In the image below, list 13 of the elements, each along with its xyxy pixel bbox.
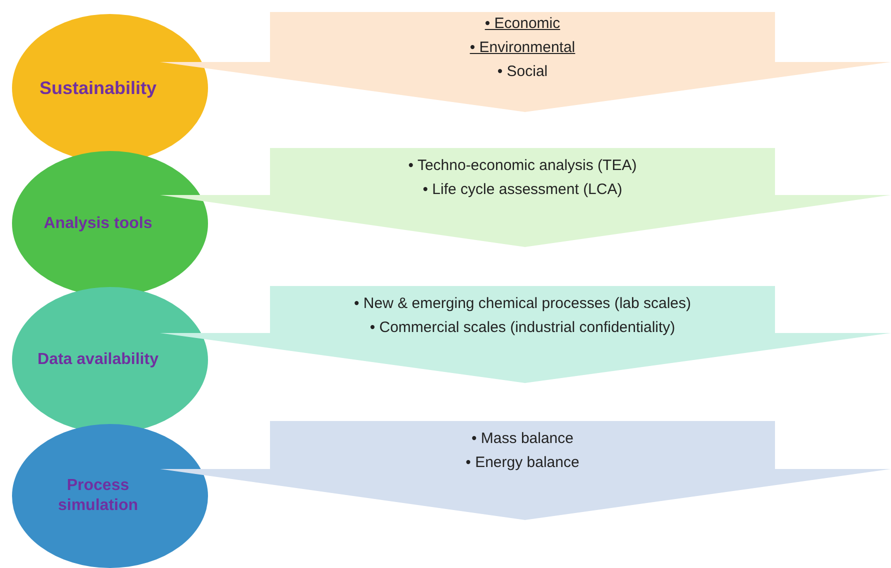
stage-label: Analysis tools: [44, 214, 154, 234]
stage-label: Sustainability: [39, 76, 158, 100]
bullet-item: • Environmental: [470, 38, 576, 58]
bullet-item: • Economic: [484, 14, 560, 34]
bullet-item: • Life cycle assessment (LCA): [422, 180, 622, 200]
bullet-item: • Social: [497, 62, 548, 82]
bullet-item: • Mass balance: [472, 429, 574, 449]
stage-label: Process simulation: [56, 476, 139, 516]
bullet-item: • Energy balance: [466, 453, 580, 473]
bullet-item: • Commercial scales (industrial confidentiality): [370, 318, 676, 338]
bullet-item: • Techno-economic analysis (TEA): [408, 156, 637, 176]
bullet-item: • New & emerging chemical processes (lab scales): [354, 294, 692, 314]
stage-label: Data availability: [38, 350, 160, 370]
